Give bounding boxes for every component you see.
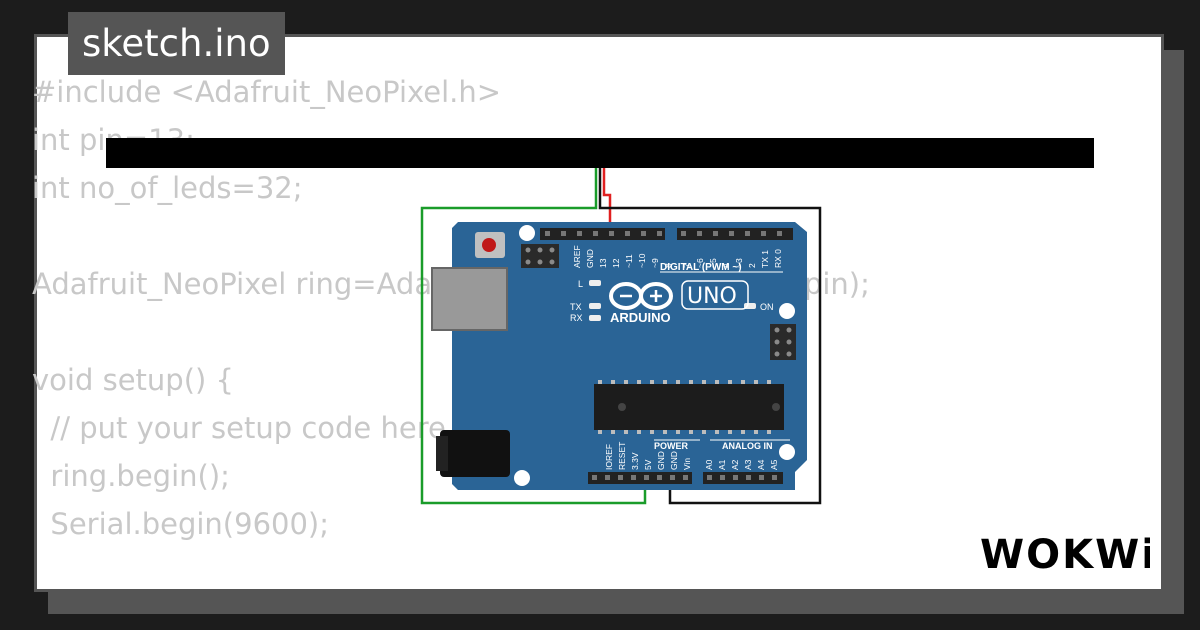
pin-label: RX 0 — [773, 249, 783, 268]
digital-header-label: DIGITAL (PWM ~) — [660, 262, 742, 273]
led-rx — [589, 315, 601, 321]
pin-label: ~5 — [708, 258, 718, 268]
mount-hole — [779, 444, 795, 460]
pin-label: TX 1 — [760, 250, 770, 268]
pin-label: ~9 — [650, 258, 660, 268]
code-line: Serial.begin(9600); — [32, 507, 330, 541]
pin-label: 3.3V — [630, 452, 640, 470]
led-l — [589, 280, 601, 286]
led-label: RX — [570, 313, 583, 323]
power-header — [588, 472, 692, 484]
pin-label: Vin — [682, 458, 692, 470]
led-label: TX — [570, 302, 582, 312]
usb-connector — [431, 267, 508, 331]
board-name: UNO — [687, 284, 737, 309]
pin-label: A1 — [717, 459, 727, 470]
pin-label: 7 — [682, 263, 692, 268]
mount-hole — [514, 470, 530, 486]
mount-hole — [519, 225, 535, 241]
pin-label: 8 — [663, 263, 673, 268]
pin-label: A2 — [730, 459, 740, 470]
pin-label: IOREF — [604, 444, 614, 470]
analog-label: ANALOG IN — [722, 441, 773, 451]
code-line: ring.begin(); — [32, 459, 230, 493]
code-line: int no_of_leds=32; — [32, 171, 303, 205]
wire-red[interactable] — [602, 168, 612, 238]
pin-label: ~11 — [624, 254, 634, 268]
power-jack — [440, 430, 510, 477]
pin-label: A4 — [756, 459, 766, 470]
arduino-uno-board[interactable]: AREF GND 13 12 ~11 ~10 ~9 8 7 ~6 ~5 4 ~3… — [431, 222, 807, 490]
arduino-logo-icon — [609, 282, 673, 310]
pin-label: ~10 — [637, 253, 647, 268]
neopixel-bar[interactable] — [106, 138, 1094, 168]
pin-label: AREF — [572, 245, 582, 268]
icsp-header-right — [770, 324, 796, 360]
reset-button-cap[interactable] — [482, 238, 496, 252]
wokwi-logo: WOKWi — [980, 532, 1150, 576]
pin-label: ~3 — [734, 258, 744, 268]
board-brand: ARDUINO — [610, 310, 671, 325]
pin-label: RESET — [617, 442, 627, 470]
file-title: sketch.ino — [68, 12, 285, 75]
pin-label: A5 — [769, 459, 779, 470]
pin-label: GND — [656, 451, 666, 470]
pin-label: 5V — [643, 459, 653, 470]
power-label: POWER — [654, 441, 689, 451]
pin-label: A0 — [704, 459, 714, 470]
code-line: #include <Adafruit_NeoPixel.h> — [32, 75, 502, 109]
pin-label: 2 — [747, 263, 757, 268]
pin-label: 4 — [721, 263, 731, 268]
code-line: void setup() { — [32, 363, 234, 397]
pin-label: ~6 — [695, 258, 705, 268]
pin-label: A3 — [743, 459, 753, 470]
board-name-frame — [681, 280, 749, 310]
wokwi-logo-text: WOKWi — [980, 532, 1150, 576]
mount-hole — [779, 303, 795, 319]
on-label: ON — [760, 302, 774, 312]
wire-black[interactable] — [598, 168, 822, 505]
pin-label: 13 — [598, 258, 608, 268]
wire-green[interactable] — [420, 168, 647, 505]
pin-label: 12 — [611, 258, 621, 268]
analog-header — [703, 472, 783, 484]
pin-label: GND — [585, 249, 595, 268]
pin-label: GND — [669, 451, 679, 470]
led-tx — [589, 303, 601, 309]
led-label: L — [578, 279, 583, 289]
